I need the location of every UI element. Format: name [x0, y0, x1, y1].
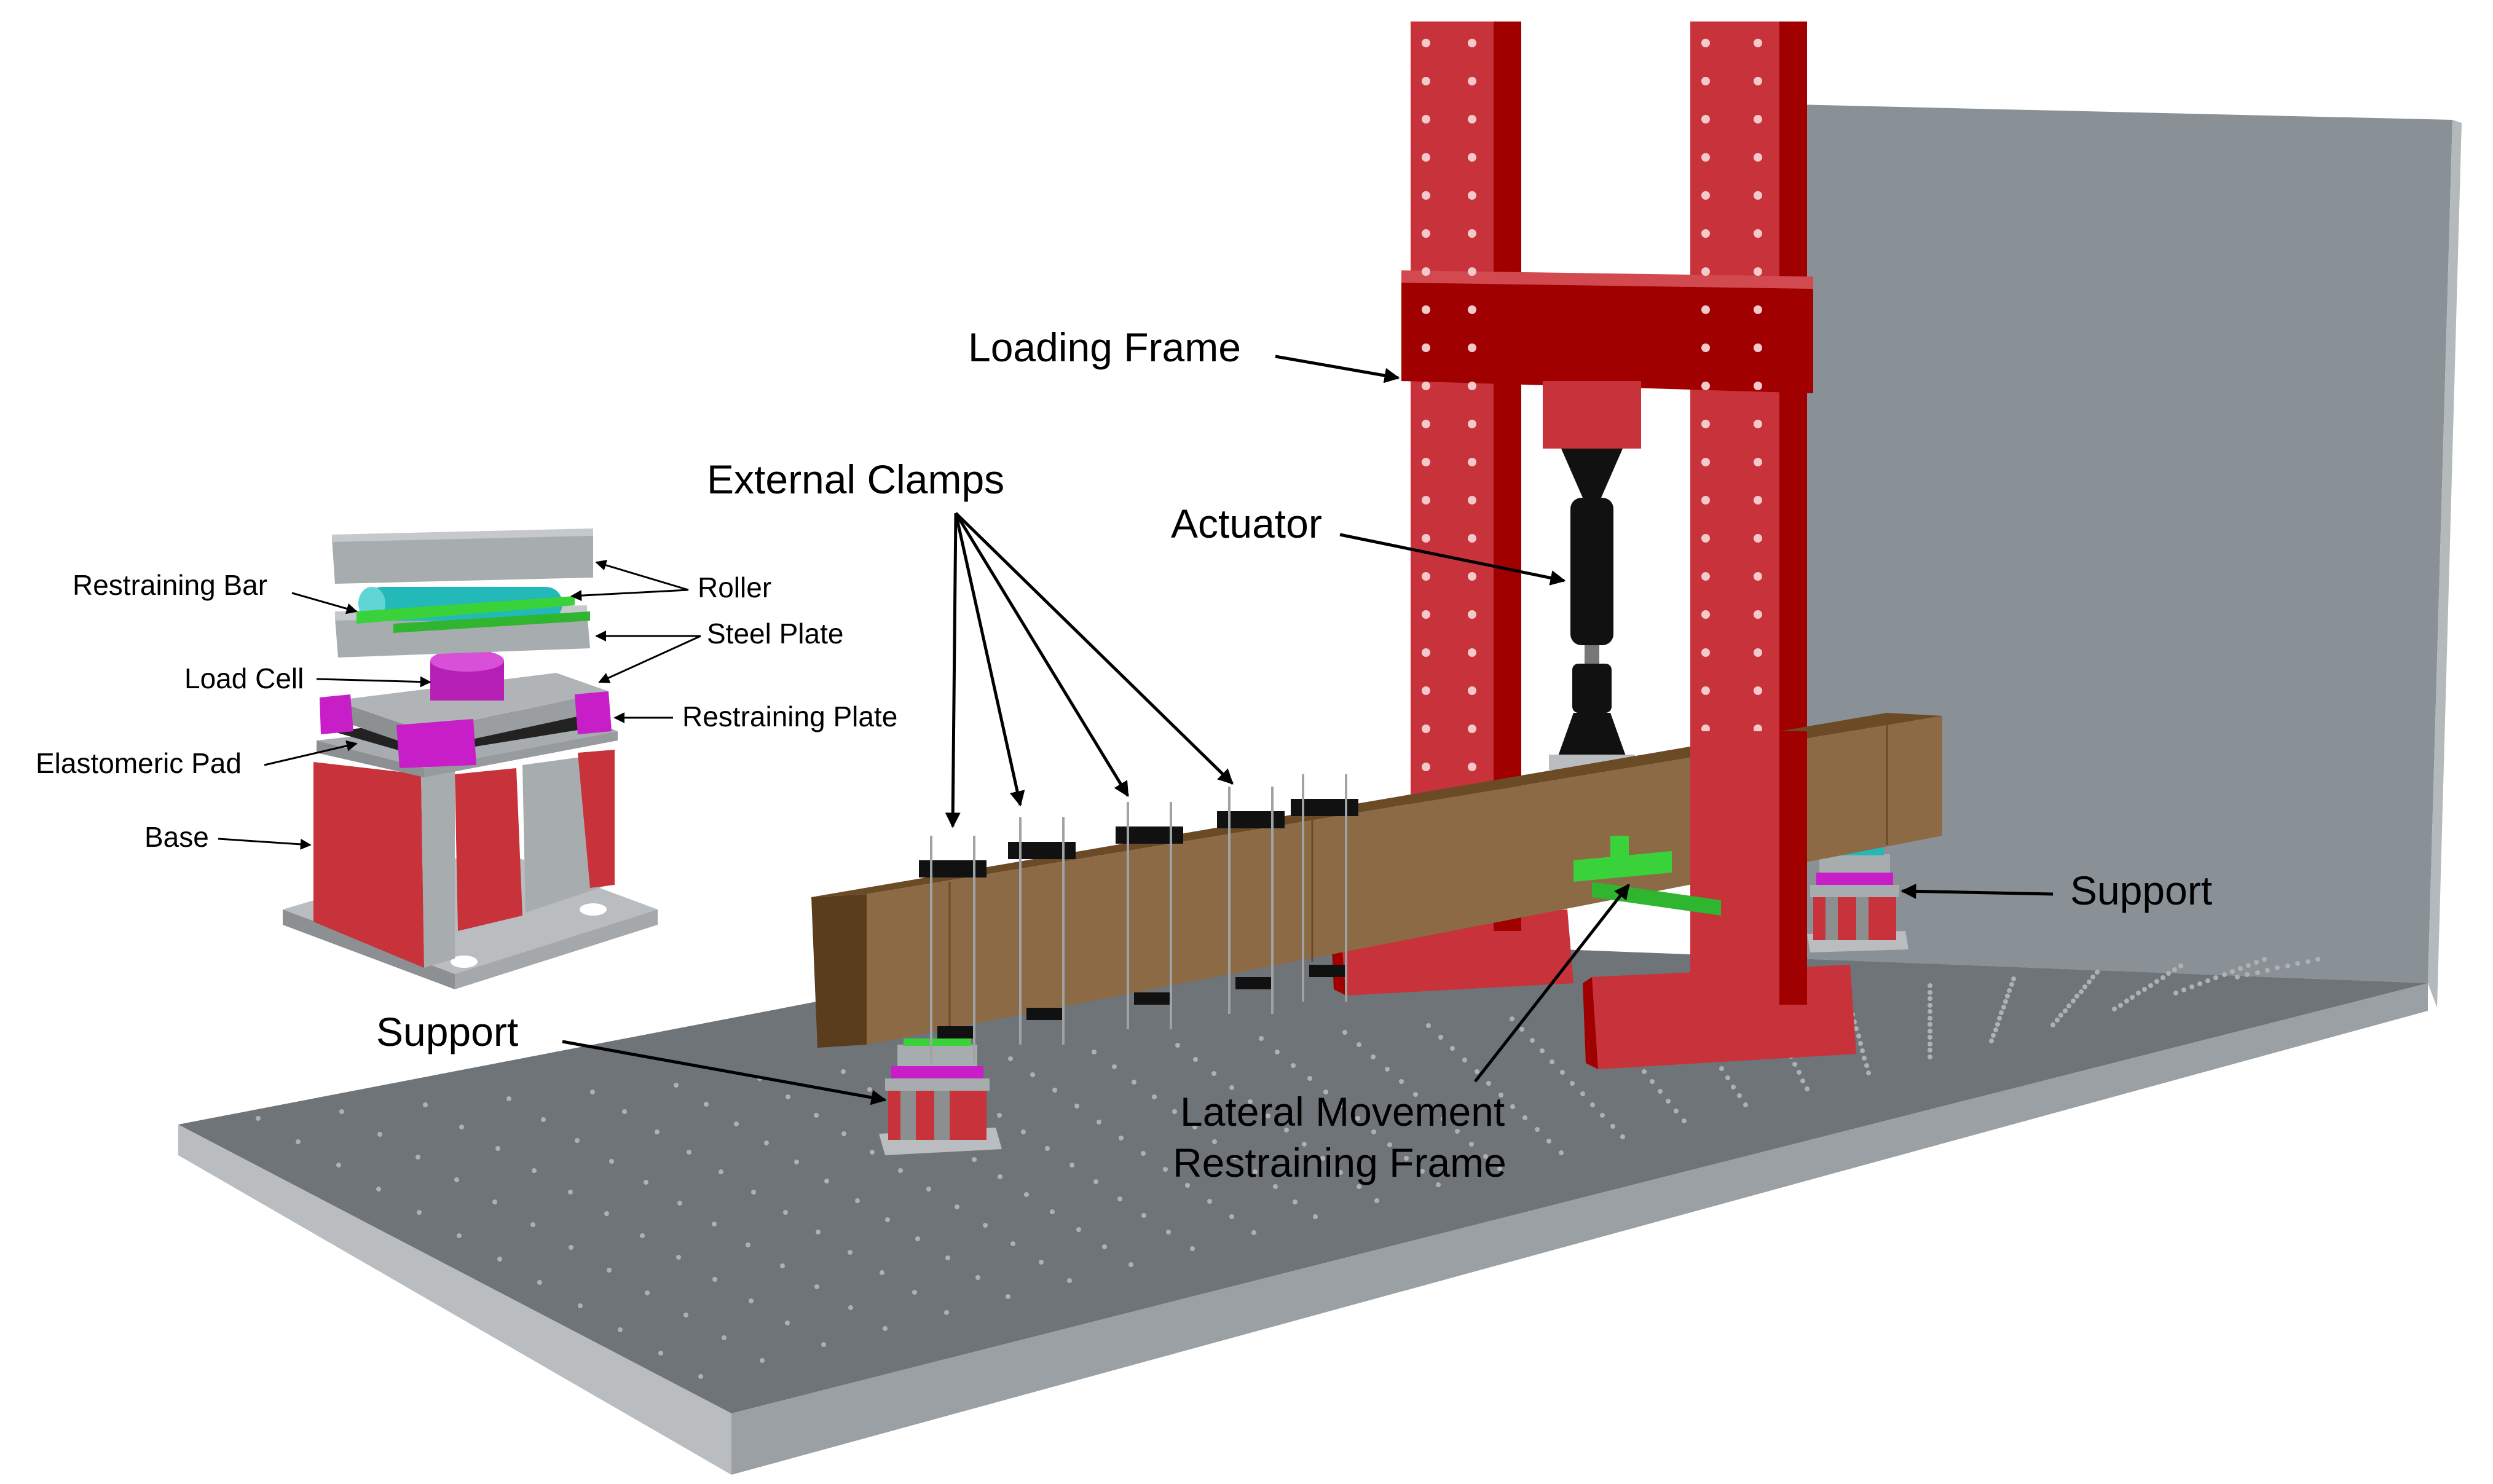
- loading-frame-label: Loading Frame: [968, 324, 1241, 370]
- support-right-arrow: [1900, 883, 2054, 899]
- support-detail-inset: [283, 528, 658, 989]
- back-wall: [1795, 104, 2462, 1008]
- restraining-plate-label: Restraining Plate: [682, 701, 897, 732]
- support-right-label: Support: [2070, 868, 2212, 913]
- lateral-restraining-label-line1: Lateral Movement: [1180, 1089, 1505, 1134]
- steel-plate-label: Steel Plate: [707, 618, 843, 650]
- roller-arrows: [570, 560, 689, 602]
- lateral-restraining-arrow: [1474, 884, 1630, 1083]
- beam-specimen: [811, 713, 1942, 1048]
- loading-frame-arrow: [1275, 355, 1400, 383]
- external-clamps-label: External Clamps: [707, 457, 1004, 502]
- floor-slab: [178, 934, 2428, 1475]
- actuator-arrow: [1339, 533, 1566, 586]
- base-label: Base: [144, 821, 209, 853]
- load-cell-label: Load Cell: [184, 662, 304, 694]
- external-clamps: [919, 774, 1358, 1063]
- actuator-label: Actuator: [1171, 501, 1322, 546]
- actuator: [1549, 449, 1635, 770]
- elastomeric-pad-label: Elastomeric Pad: [36, 747, 242, 779]
- lateral-restraining-label-line2: Restraining Frame: [1173, 1140, 1506, 1185]
- restraining-bar-label: Restraining Bar: [73, 569, 267, 601]
- external-clamps-arrows: [945, 512, 1234, 828]
- support-left-assembly: [879, 1038, 1002, 1155]
- floor-bolt-holes: [256, 957, 2320, 1379]
- loading-frame-front-column: [1690, 731, 1807, 1005]
- steel-plate-arrows: [595, 630, 701, 683]
- roller-label: Roller: [698, 571, 771, 603]
- support-left-label: Support: [376, 1009, 518, 1054]
- support-left-arrow: [562, 1040, 887, 1105]
